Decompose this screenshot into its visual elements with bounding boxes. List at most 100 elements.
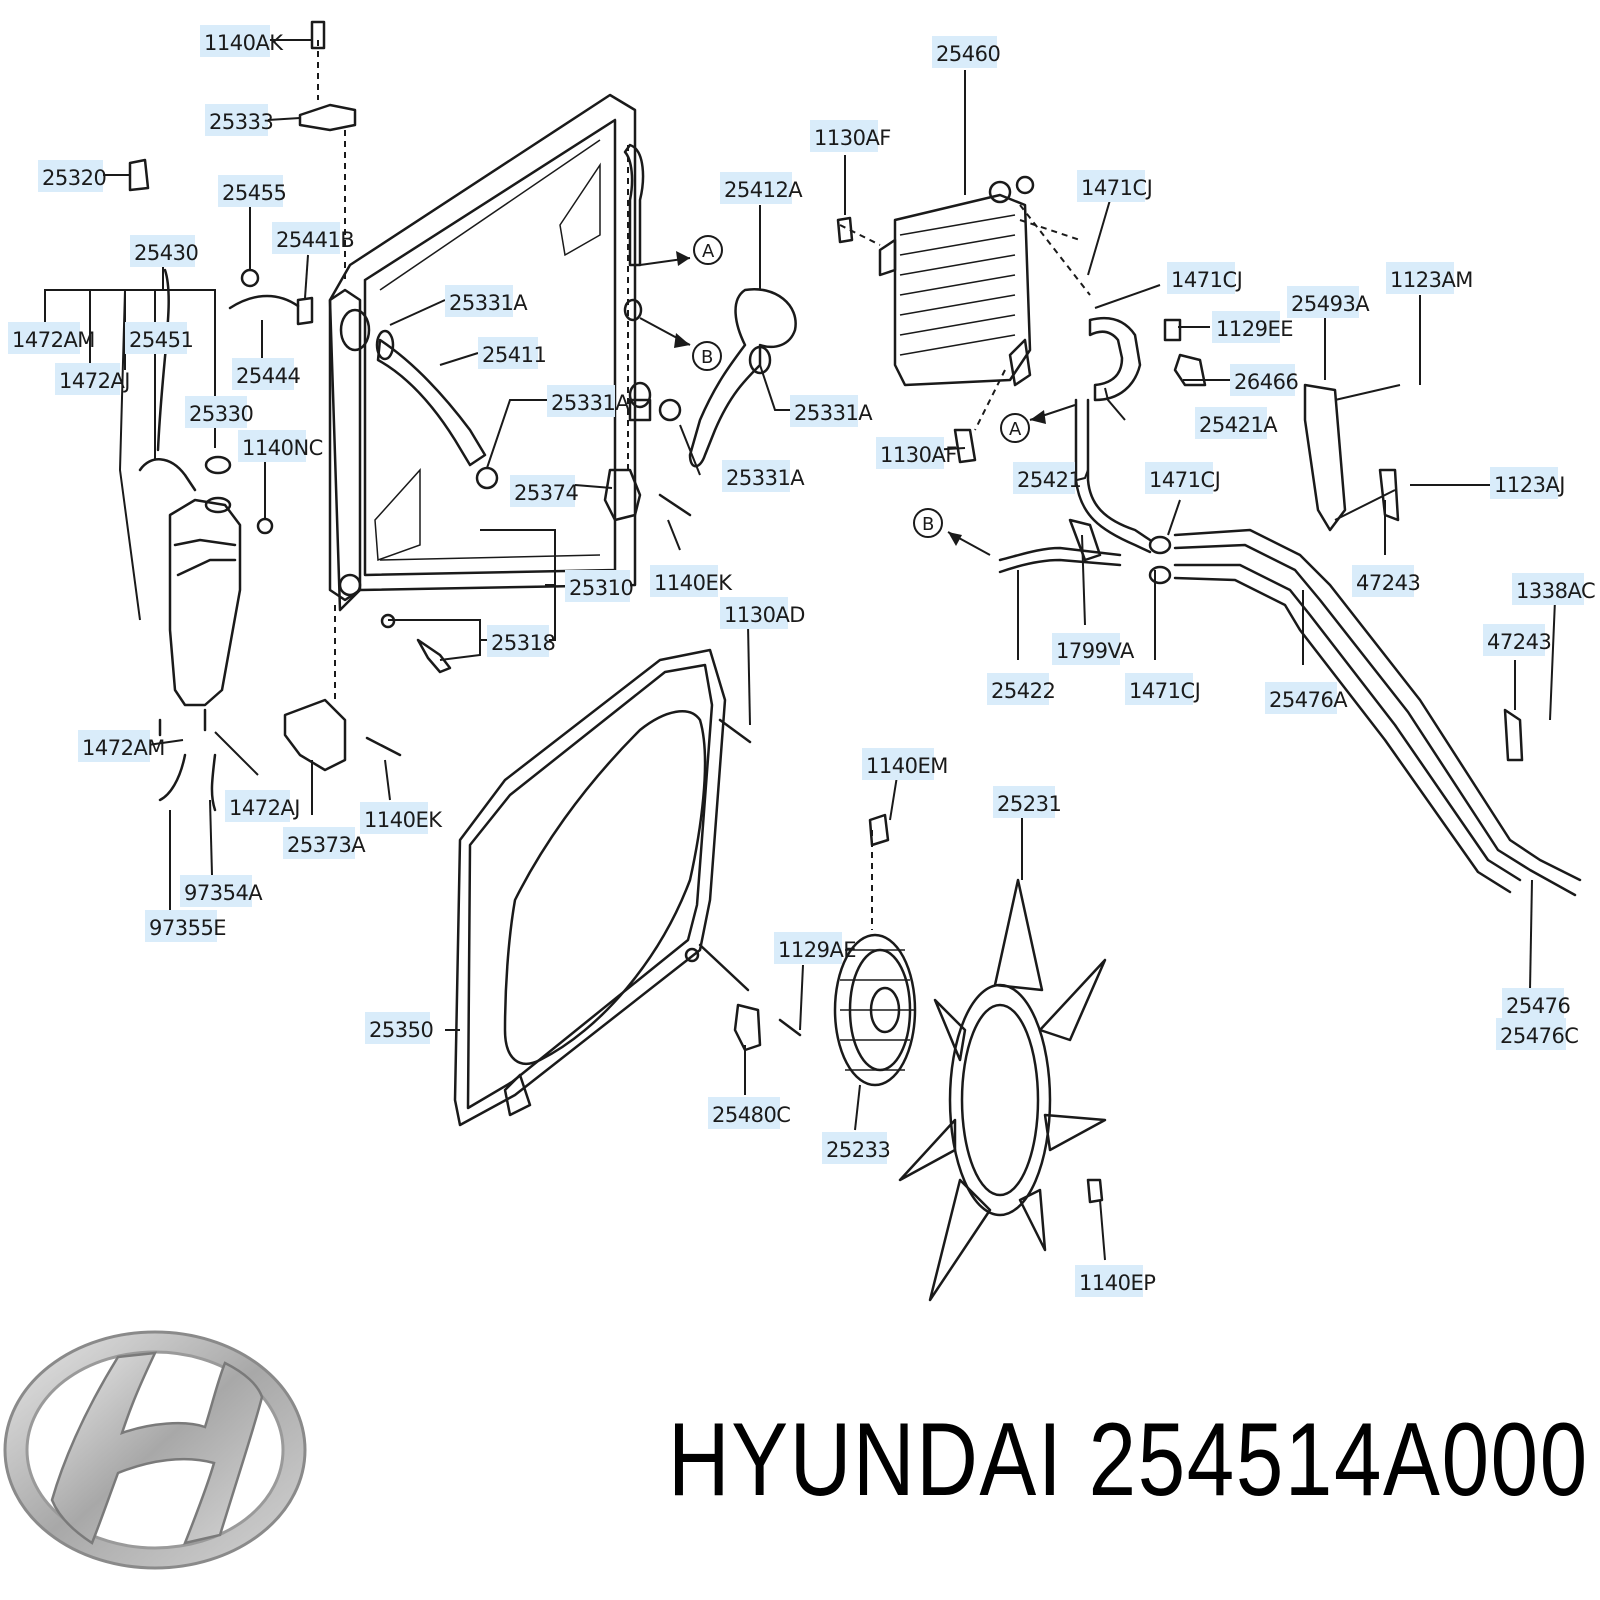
- svg-text:25444: 25444: [236, 364, 300, 388]
- callout-1338AC: 1338AC: [1512, 573, 1596, 605]
- svg-text:25451: 25451: [129, 328, 193, 352]
- callout-1471CJ-2: 1471CJ: [1167, 262, 1243, 294]
- callout-1140EK-1: 1140EK: [650, 565, 734, 597]
- svg-text:25330: 25330: [189, 402, 253, 426]
- svg-text:1471CJ: 1471CJ: [1129, 679, 1200, 703]
- part-caption: HYUNDAI 254514A000: [668, 1360, 1587, 1560]
- svg-text:97355E: 97355E: [149, 916, 226, 940]
- svg-text:25320: 25320: [42, 166, 106, 190]
- callout-25421: 25421: [1013, 462, 1082, 494]
- hose-25412A: [688, 287, 797, 468]
- svg-text:25318: 25318: [491, 631, 555, 655]
- svg-text:1140EP: 1140EP: [1079, 1271, 1155, 1295]
- svg-text:1123AJ: 1123AJ: [1494, 473, 1565, 497]
- callout-25412A: 25412A: [720, 172, 804, 204]
- callout-25318: 25318: [487, 625, 556, 657]
- callout-25373A: 25373A: [283, 827, 367, 859]
- svg-text:1140EK: 1140EK: [654, 571, 733, 595]
- svg-text:25421: 25421: [1017, 468, 1081, 492]
- callout-1472AM: 1472AM: [8, 322, 95, 354]
- ref-marker-a: [693, 235, 723, 265]
- svg-text:25233: 25233: [826, 1138, 890, 1162]
- upper-hose: [376, 338, 487, 467]
- callout-25233: 25233: [822, 1132, 891, 1164]
- svg-text:47243: 47243: [1487, 630, 1551, 654]
- oil-cooler-pipes: [1148, 528, 1582, 897]
- svg-text:25460: 25460: [936, 42, 1000, 66]
- hyundai-logo-icon: [3, 1330, 307, 1570]
- callout-25320: 25320: [38, 160, 107, 192]
- callout-25480C: 25480C: [708, 1097, 791, 1129]
- callout-25310: 25310: [565, 570, 634, 602]
- ref-marker-b-2-label: B: [922, 514, 934, 535]
- svg-text:25350: 25350: [369, 1018, 433, 1042]
- svg-text:97354A: 97354A: [184, 881, 263, 905]
- svg-text:1130AF: 1130AF: [814, 126, 891, 150]
- callout-25231: 25231: [993, 786, 1062, 818]
- callout-1140EP: 1140EP: [1075, 1265, 1156, 1297]
- bolts: [128, 20, 752, 757]
- callout-25451: 25451: [125, 322, 194, 354]
- svg-text:1140AK: 1140AK: [204, 31, 284, 55]
- svg-text:25476A: 25476A: [1269, 688, 1348, 712]
- fan-clutch: [833, 933, 917, 1087]
- callout-labels: 1140AK 25333 25320 25455 25430 25441B 14…: [8, 25, 1596, 1297]
- svg-text:26466: 26466: [1234, 370, 1298, 394]
- svg-text:25331A: 25331A: [449, 291, 528, 315]
- callout-25421A: 25421A: [1195, 407, 1279, 439]
- svg-text:25476: 25476: [1506, 994, 1570, 1018]
- fan-shroud: [453, 648, 727, 1127]
- svg-text:1130AD: 1130AD: [724, 603, 805, 627]
- callout-1129EE: 1129EE: [1212, 311, 1293, 343]
- svg-text:1471CJ: 1471CJ: [1149, 468, 1220, 492]
- svg-text:25455: 25455: [222, 181, 286, 205]
- callout-1471CJ-1: 1471CJ: [1077, 170, 1153, 202]
- callout-25333: 25333: [205, 104, 274, 136]
- svg-text:25331A: 25331A: [551, 391, 630, 415]
- callout-25441B: 25441B: [272, 222, 355, 254]
- svg-text:25374: 25374: [514, 481, 578, 505]
- callout-1130AF-1: 1130AF: [810, 120, 891, 152]
- svg-text:1799VA: 1799VA: [1056, 639, 1135, 663]
- svg-text:1472AJ: 1472AJ: [229, 796, 300, 820]
- callout-1472AJ-2: 1472AJ: [225, 790, 301, 822]
- callout-25455: 25455: [218, 175, 287, 207]
- callout-1129AE: 1129AE: [774, 932, 857, 964]
- svg-text:25331A: 25331A: [726, 466, 805, 490]
- callout-25331A-3: 25331A: [790, 395, 874, 427]
- svg-text:1472AJ: 1472AJ: [59, 369, 130, 393]
- svg-text:1472AM: 1472AM: [12, 328, 95, 352]
- svg-text:1471CJ: 1471CJ: [1081, 176, 1152, 200]
- callout-1140AK: 1140AK: [200, 25, 285, 57]
- ref-marker-b-2: [913, 508, 943, 538]
- svg-text:25441B: 25441B: [276, 228, 354, 252]
- svg-text:1338AC: 1338AC: [1516, 579, 1595, 603]
- callout-1123AJ: 1123AJ: [1490, 467, 1566, 499]
- ref-marker-b-label: B: [701, 347, 713, 368]
- fan-blade: [898, 878, 1107, 1302]
- callout-1140EM: 1140EM: [862, 748, 948, 780]
- svg-text:25333: 25333: [209, 110, 273, 134]
- bracket-25493A: [1303, 383, 1347, 532]
- ref-marker-b: [692, 341, 722, 371]
- svg-text:25493A: 25493A: [1291, 292, 1370, 316]
- callout-1130AD: 1130AD: [720, 597, 805, 629]
- callout-26466: 26466: [1230, 364, 1299, 396]
- callout-25330: 25330: [185, 396, 254, 428]
- callout-25350: 25350: [365, 1012, 434, 1044]
- callout-97354A: 97354A: [180, 875, 264, 907]
- svg-text:47243: 47243: [1356, 571, 1420, 595]
- svg-text:25421A: 25421A: [1199, 413, 1278, 437]
- callout-1123AM: 1123AM: [1386, 262, 1473, 294]
- svg-text:25231: 25231: [997, 792, 1061, 816]
- radiator: [328, 93, 637, 612]
- callout-25331A-1: 25331A: [445, 285, 529, 317]
- callout-47243-2: 47243: [1483, 624, 1552, 656]
- callout-47243-1: 47243: [1352, 565, 1421, 597]
- callout-25476C: 25476C: [1496, 1018, 1579, 1050]
- reference-markers: A B A B: [639, 235, 1076, 556]
- svg-text:1123AM: 1123AM: [1390, 268, 1473, 292]
- callout-1471CJ-3: 1471CJ: [1145, 462, 1221, 494]
- caption-brand: HYUNDAI: [668, 1402, 1064, 1518]
